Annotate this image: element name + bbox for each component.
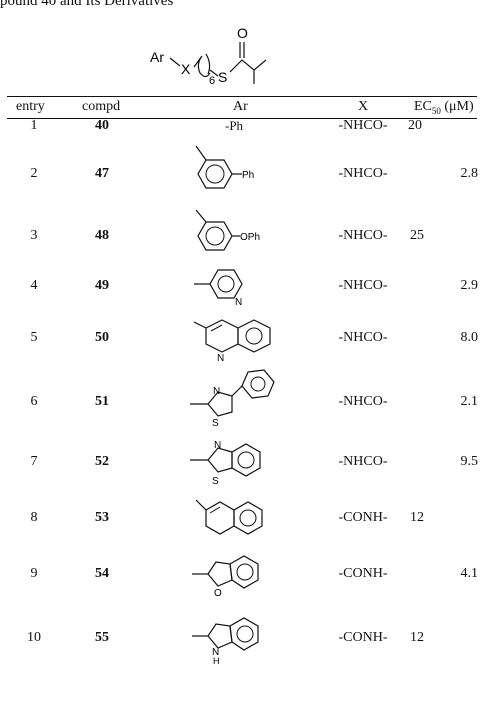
scaffold-ar-label: Ar [150, 49, 164, 65]
entry-cell: 10 [27, 630, 41, 645]
header-ec50-prefix: EC [414, 99, 432, 114]
compd-cell: 52 [95, 454, 109, 469]
entry-cell: 6 [30, 394, 38, 409]
table-row: 4 49 N -NHCO- 2.9 [0, 260, 480, 310]
header-ec50: EC50 (μM) [414, 99, 474, 116]
scaffold-n-label: 6 [209, 75, 215, 87]
scaffold-s-label: S [218, 69, 227, 85]
ar-cell: -Ph [225, 118, 244, 133]
x-cell: -NHCO- [338, 330, 388, 345]
ec50-cell: 8.0 [460, 330, 479, 345]
compd-cell: 40 [95, 118, 109, 133]
table-row: 3 48 OPh -NHCO- 25 [0, 198, 480, 260]
x-cell: -NHCO- [338, 454, 388, 469]
x-cell: -CONH- [338, 630, 388, 645]
x-cell: -NHCO- [338, 228, 388, 243]
ar-heteroatom-label: N [235, 297, 242, 308]
compd-cell: 50 [95, 330, 109, 345]
ar-sulfur-label: S [212, 476, 219, 487]
ar-structure: N [184, 260, 304, 310]
x-cell: -NHCO- [338, 166, 388, 181]
table-row: 5 50 N -NHCO- 8.0 [0, 310, 480, 364]
ar-hydrogen-label: H [213, 656, 220, 666]
scaffold-structure-drawing: Ar X 6 S O [150, 25, 267, 87]
header-entry: entry [16, 99, 45, 114]
ec50-cell: 12 [410, 510, 424, 525]
x-cell: -NHCO- [338, 278, 388, 293]
table-row: 9 54 O -CONH- 4.1 [0, 546, 480, 602]
ar-structure: Ph [184, 140, 304, 198]
ar-sulfur-label: S [212, 418, 219, 429]
entry-cell: 5 [30, 330, 38, 345]
ar-substituent-label: Ph [242, 170, 254, 181]
entry-cell: 9 [30, 566, 38, 581]
ec50-cell: 20 [408, 118, 422, 133]
ec50-cell: 9.5 [460, 454, 479, 469]
ec50-cell: 12 [410, 630, 424, 645]
table-row: 2 47 Ph -NHCO- 2.8 [0, 140, 480, 198]
header-ec50-sub: 50 [431, 105, 441, 116]
header-ar: Ar [233, 99, 248, 114]
compd-cell: 51 [95, 394, 109, 409]
entry-cell: 7 [30, 454, 38, 469]
compd-cell: 48 [95, 228, 109, 243]
ar-nitrogen-label: N [214, 440, 221, 451]
header-compd: compd [82, 99, 121, 114]
x-cell: -CONH- [338, 510, 388, 525]
compd-cell: 47 [95, 166, 109, 181]
ec50-cell: 4.1 [460, 566, 479, 581]
compd-cell: 54 [95, 566, 109, 581]
ec50-cell: 25 [410, 228, 424, 243]
entry-cell: 2 [30, 166, 38, 181]
table-caption: pound 40 and Its Derivatives [0, 0, 174, 9]
ar-nitrogen-label: N [213, 386, 220, 397]
ec50-cell: 2.1 [460, 394, 479, 409]
table-header-rule [7, 118, 477, 119]
ec50-cell: 2.8 [460, 166, 479, 181]
ar-structure: N S [184, 430, 304, 490]
x-cell: -NHCO- [338, 118, 388, 133]
entry-cell: 3 [30, 228, 38, 243]
table-row: 8 53 -CONH- 12 [0, 490, 480, 546]
table-row: 7 52 N S -NHCO- 9.5 [0, 430, 480, 490]
entry-cell: 4 [30, 278, 38, 293]
compd-cell: 55 [95, 630, 109, 645]
table-top-rule [7, 96, 477, 97]
ar-structure: N [184, 310, 304, 364]
table-row: 6 51 N S -NHCO- 2.1 [0, 364, 480, 430]
table-row: 10 55 N H -CONH- 12 [0, 602, 480, 666]
x-cell: -CONH- [338, 566, 388, 581]
scaffold-x-label: X [181, 61, 191, 77]
ar-structure: N H [184, 602, 304, 666]
ar-structure: OPh [184, 198, 304, 260]
ar-structure: N S [184, 364, 304, 430]
scaffold-structure: Ar X 6 S O [148, 18, 318, 90]
ar-heteroatom-label: N [217, 353, 224, 364]
scaffold-o-label: O [237, 25, 248, 41]
header-x: X [358, 99, 369, 114]
ec50-cell: 2.9 [460, 278, 479, 293]
compd-cell: 53 [95, 510, 109, 525]
header-ec50-unit: (μM) [440, 99, 474, 114]
ar-structure: O [184, 546, 304, 602]
ar-substituent-label: OPh [240, 232, 260, 243]
x-cell: -NHCO- [338, 394, 388, 409]
compd-cell: 49 [95, 278, 109, 293]
entry-cell: 8 [30, 510, 38, 525]
entry-cell: 1 [30, 118, 38, 133]
ar-nitrogen-label: N [212, 647, 219, 658]
ar-structure [184, 490, 304, 546]
ar-oxygen-label: O [214, 588, 222, 599]
table-row: 1 40 -Ph -NHCO- 20 [0, 118, 480, 140]
